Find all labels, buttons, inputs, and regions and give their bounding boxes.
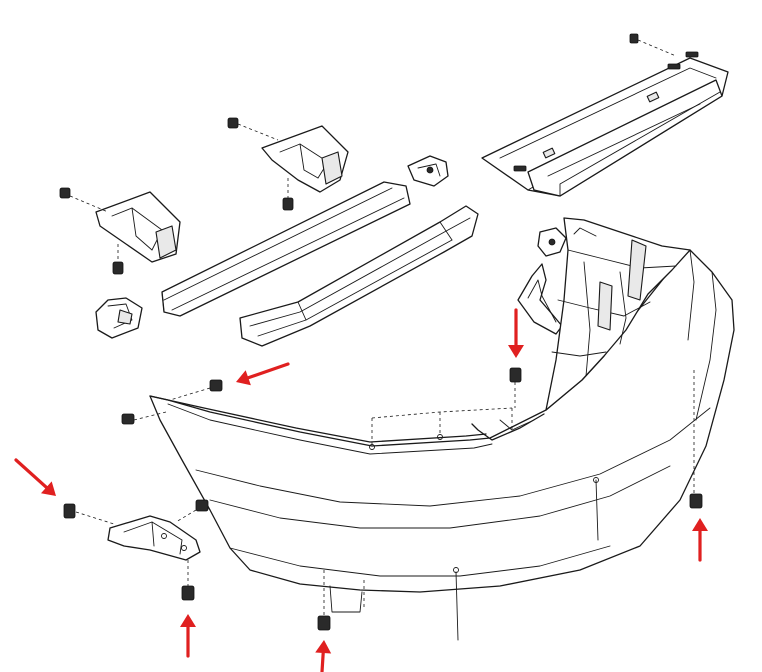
arrow-head-bottom-center-bolt [315,640,332,654]
left-side-bracket [95,191,181,263]
bumper-top-clip [537,227,567,257]
inner-splash-bracket [517,263,563,335]
bumper-reinforcement-beam [161,181,411,317]
arrow-group [14,308,708,672]
arrow-head-left-side-nut [40,481,56,496]
bumper-fasteners [63,367,703,631]
right-side-bracket [261,125,349,193]
arrow-head-lower-left-bolt [180,614,196,627]
arrow-left-side-nut [14,458,48,489]
beam-end-clip [407,155,449,187]
arrow-head-upper-left-nut [236,370,251,386]
upper-rail-fasteners [513,33,699,172]
upper-retainer-rail [481,57,729,197]
energy-absorber [239,205,479,347]
small-clip-bracket [95,297,143,339]
lower-left-bracket [107,515,201,561]
left-bracket-fasteners [59,187,124,275]
arrow-head-top-center-clip [508,345,524,358]
bumper-cover [149,217,735,641]
arrow-head-right-side-bolt [692,518,708,531]
right-bracket-fasteners [227,117,294,211]
arrow-bottom-center-bolt [320,651,325,672]
arrow-upper-left-nut [246,362,290,380]
